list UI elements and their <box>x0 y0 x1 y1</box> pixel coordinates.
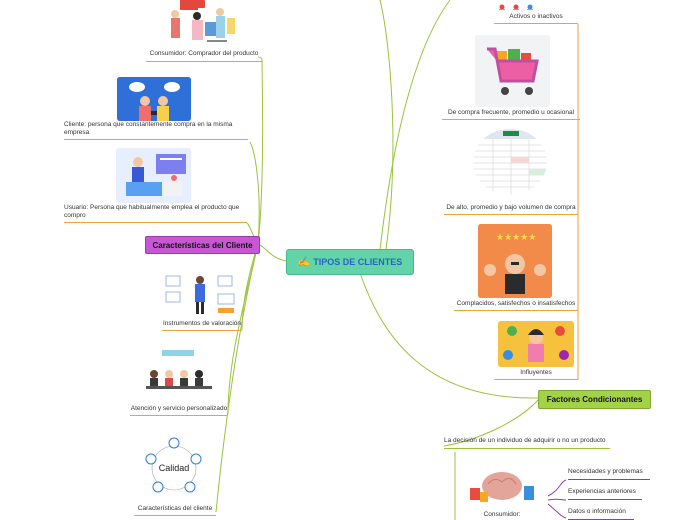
central-topic[interactable]: ✍ TIPOS DE CLIENTES <box>286 249 414 275</box>
purchase-frequency-node[interactable]: De compra frecuente, promedio u ocasiona… <box>442 109 580 120</box>
user-node[interactable]: Usuario: Persona que habitualmente emple… <box>64 204 246 223</box>
shopping-cart-illustration <box>475 35 550 107</box>
client-characteristics-branch[interactable]: Características del Cliente <box>145 236 260 254</box>
conditioning-factors-branch[interactable]: Factores Condicionantes <box>538 390 651 409</box>
purchase-decision-node[interactable]: La decisión de un individuo de adquirir … <box>444 437 610 449</box>
previous-experiences-node[interactable]: Experiencias anteriores <box>568 488 642 500</box>
client-characteristics-node[interactable]: Características del cliente <box>134 505 216 516</box>
people-icons-illustration <box>496 0 540 10</box>
data-information-node[interactable]: Datos o información <box>568 508 634 520</box>
quality-label: Calidad <box>158 463 190 473</box>
call-center-illustration <box>144 350 214 392</box>
client-node[interactable]: Cliente: persona que constantemente comp… <box>64 121 248 140</box>
central-topic-label: TIPOS DE CLIENTES <box>313 257 403 267</box>
store-counter-illustration <box>116 148 191 203</box>
active-inactive-node[interactable]: Activos o inactivos <box>494 13 578 24</box>
personalized-service-node[interactable]: Atención y servicio personalizado <box>130 405 228 416</box>
influencers-node[interactable]: Influyentes <box>494 369 578 380</box>
spreadsheet-illustration <box>473 129 547 195</box>
consumer-brain-illustration <box>460 462 544 508</box>
consumer-node[interactable]: Consumidor: Comprador del producto <box>146 50 262 62</box>
needs-problems-node[interactable]: Necesidades y problemas <box>568 468 650 480</box>
consumer-label: Consumidor: <box>483 511 521 518</box>
rating-stars-illustration: ★★★★★ <box>478 224 552 298</box>
purchase-volume-node[interactable]: De alto, promedio y bajo volumen de comp… <box>444 204 578 215</box>
svg-text:★★★★★: ★★★★★ <box>496 233 536 243</box>
pencil-hand-icon: ✍ <box>297 256 311 268</box>
satisfaction-node[interactable]: Complacidos, satisfechos o insatisfechos <box>454 300 578 311</box>
shopping-sale-illustration <box>165 0 240 47</box>
influencer-illustration <box>498 321 574 367</box>
analytics-person-illustration <box>162 272 240 318</box>
quality-cycle-diagram: Calidad <box>138 433 210 499</box>
valuation-tools-node[interactable]: Instrumentos de valoración <box>162 320 242 331</box>
chat-people-illustration <box>117 77 191 121</box>
